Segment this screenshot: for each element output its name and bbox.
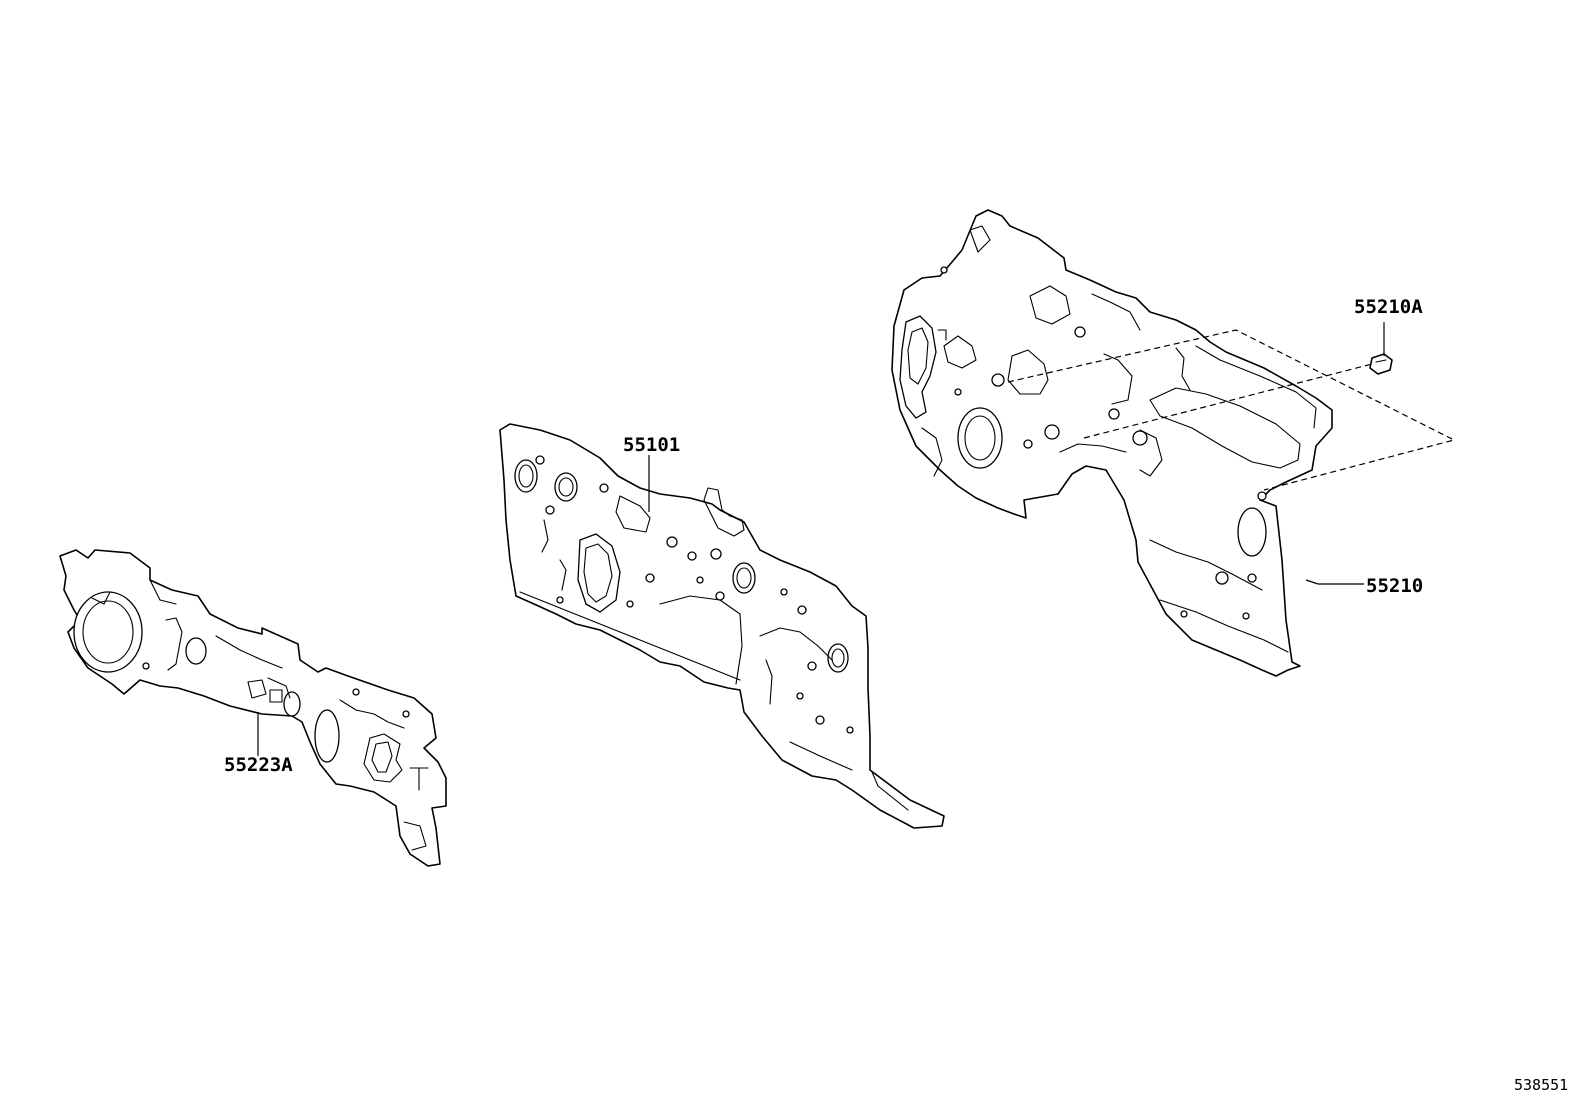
callout-55210A: 55210A xyxy=(1354,296,1423,318)
insulator-front-part[interactable] xyxy=(59,549,447,867)
clip-part[interactable] xyxy=(1369,353,1393,375)
insulator-front-large-hole xyxy=(73,591,143,673)
dash-panel-part[interactable] xyxy=(499,423,945,829)
diagram-reference-number: 538551 xyxy=(1514,1076,1568,1094)
leader-lines xyxy=(257,322,1385,756)
callout-55210: 55210 xyxy=(1366,575,1423,597)
insulator-rear-side-hole xyxy=(1237,507,1267,557)
callout-55101: 55101 xyxy=(623,434,680,456)
installation-lines xyxy=(1007,329,1456,491)
callout-55223A: 55223A xyxy=(224,754,293,776)
dash-panel-steering-hole xyxy=(577,533,621,613)
insulator-front-oval-hole xyxy=(314,709,340,763)
insulator-rear-part[interactable] xyxy=(891,209,1333,677)
